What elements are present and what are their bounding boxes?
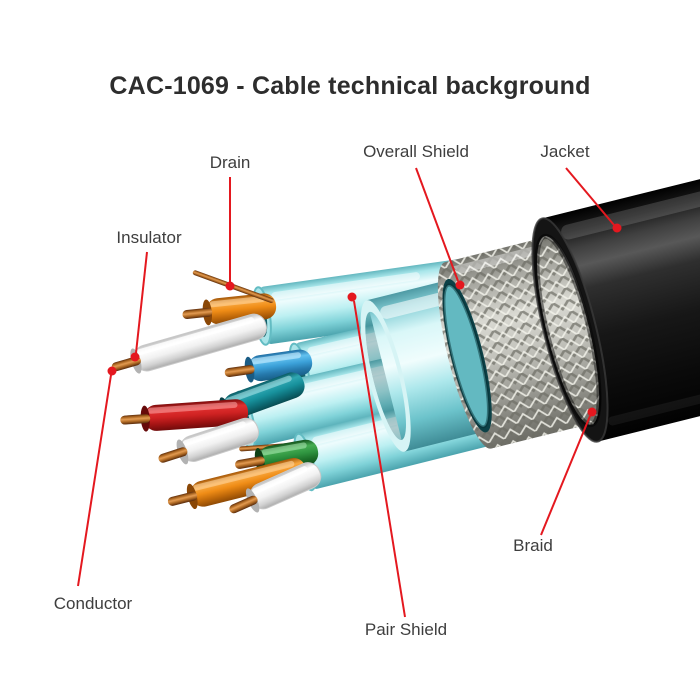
conductor-tip xyxy=(182,307,213,320)
leader-line-insulator xyxy=(135,251,148,354)
wire-white-bottom xyxy=(229,462,322,514)
leader-line-pair-shield xyxy=(353,300,406,618)
conductor-tip xyxy=(235,456,265,469)
conductor-tip xyxy=(167,491,198,506)
leader-dot-insulator xyxy=(130,352,140,362)
page-title: CAC-1069 - Cable technical background xyxy=(109,72,591,100)
leader-line-jacket xyxy=(565,167,615,226)
leader-dot-overall-shield xyxy=(455,280,465,290)
wire-orange-bottom xyxy=(167,457,307,510)
conductor-tip xyxy=(158,447,188,463)
leader-dot-jacket xyxy=(612,223,622,233)
wire-red xyxy=(120,399,249,432)
conductor-tip xyxy=(229,495,258,514)
label-overall-shield: Overall Shield xyxy=(363,142,469,161)
label-braid: Braid xyxy=(513,536,553,555)
label-pair-shield: Pair Shield xyxy=(364,620,448,639)
wire-white-mid xyxy=(158,417,260,465)
conductor-tip xyxy=(120,414,151,425)
leader-dot-pair-shield xyxy=(347,292,357,302)
wire-blue xyxy=(224,349,313,383)
leader-line-conductor xyxy=(77,374,112,587)
leader-lines xyxy=(77,167,622,618)
label-jacket: Jacket xyxy=(540,142,590,161)
label-insulator: Insulator xyxy=(116,228,182,247)
label-conductor: Conductor xyxy=(53,594,133,613)
leader-line-overall-shield xyxy=(415,167,459,282)
leader-dot-conductor xyxy=(107,366,117,376)
jacket-part xyxy=(531,150,700,443)
label-drain: Drain xyxy=(209,153,251,172)
leader-dot-braid xyxy=(587,407,597,417)
leader-line-braid xyxy=(540,415,591,536)
conductor-tip xyxy=(224,365,255,378)
leader-dot-drain xyxy=(225,281,235,291)
